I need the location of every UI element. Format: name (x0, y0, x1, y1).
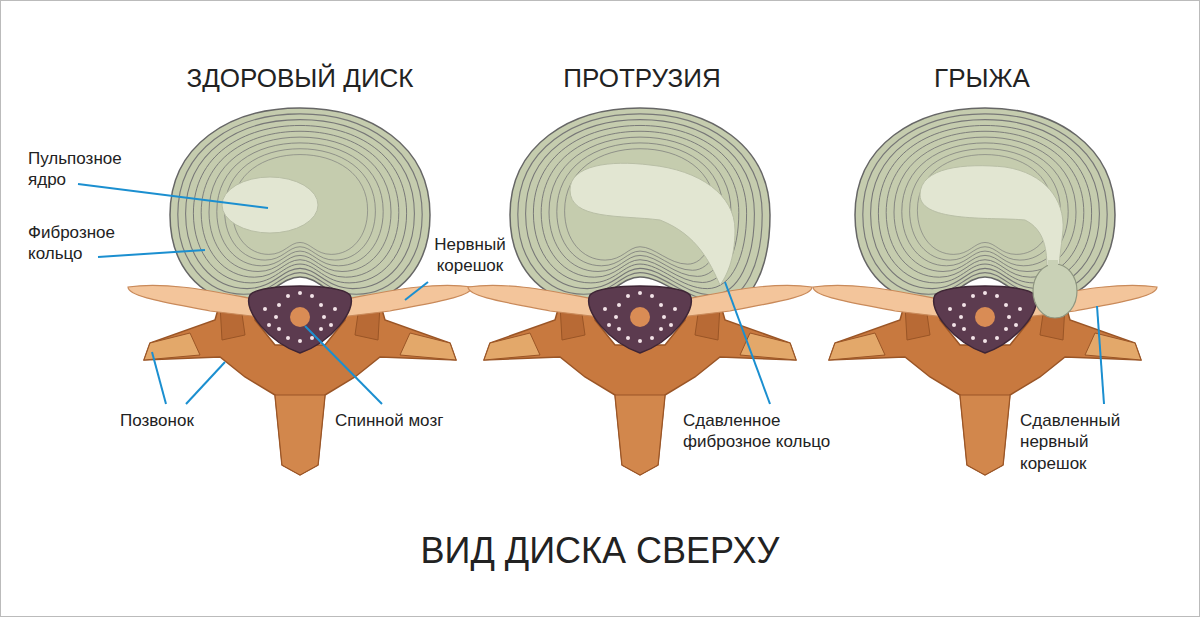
leader-line (78, 184, 268, 208)
spinal-cord (589, 286, 692, 353)
leader-lines (78, 184, 1104, 404)
part-label: Сдавленный нервный корешок (1020, 410, 1132, 474)
part-label: Фиброзное кольцо (28, 222, 146, 265)
leader-line (725, 282, 770, 404)
hernia-disk (813, 108, 1157, 475)
part-label: Сдавленное фиброзное кольцо (683, 410, 848, 453)
leader-line (98, 250, 205, 257)
spinal-cord (249, 286, 352, 353)
vertebra-arch (829, 283, 1141, 475)
hernia-neck (1048, 260, 1058, 274)
part-label: Позвонок (120, 410, 230, 431)
caption: ВИД ДИСКА СВЕРХУ (200, 528, 1000, 573)
leader-line (405, 282, 428, 300)
panel-heading: ЗДОРОВЫЙ ДИСК (140, 62, 460, 95)
nucleus-pulposus (570, 163, 735, 285)
leader-line (152, 352, 166, 404)
fibrous-ring (510, 108, 770, 307)
part-label: Нервный корешок (420, 234, 520, 277)
fibrous-ring (170, 108, 430, 300)
leader-line (305, 326, 382, 404)
panel-heading: ПРОТРУЗИЯ (482, 62, 802, 95)
fibrous-ring (855, 108, 1115, 300)
part-label: Пульпозное ядро (28, 148, 146, 191)
leader-line (1097, 306, 1104, 404)
vertebra-arch (144, 283, 456, 475)
spinal-cord (934, 286, 1037, 353)
leader-line (186, 362, 225, 404)
nucleus-pulposus (920, 166, 1063, 271)
part-label: Спинной мозг (335, 410, 475, 431)
panel-heading: ГРЫЖА (822, 62, 1142, 95)
